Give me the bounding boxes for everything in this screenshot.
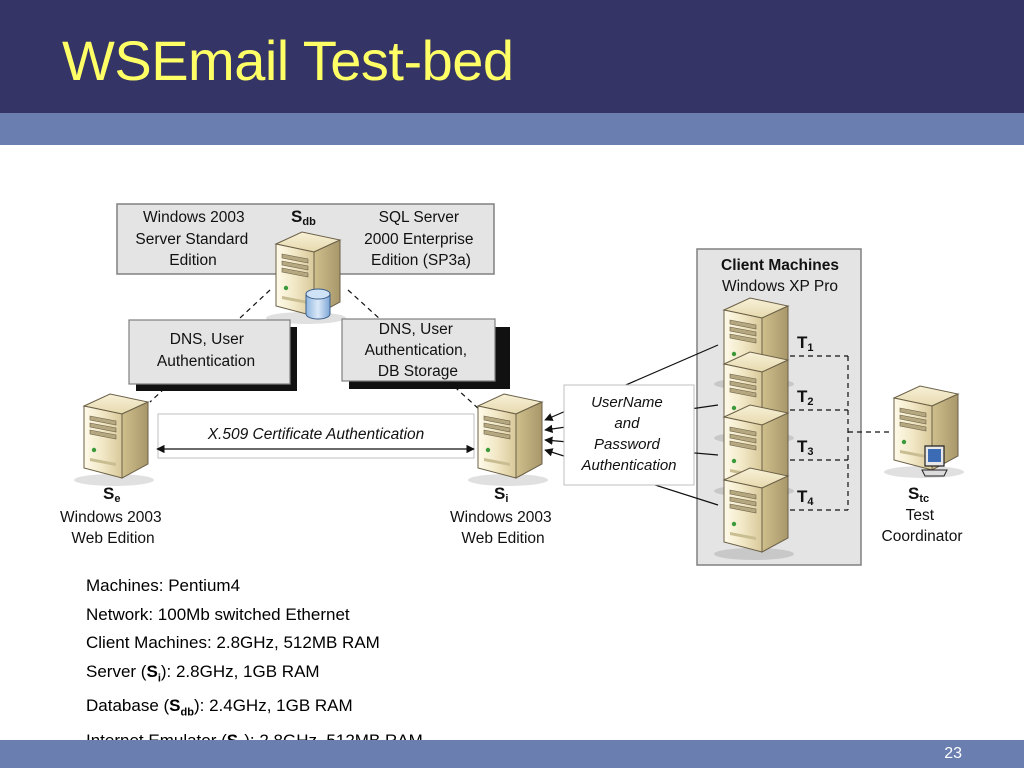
title-bar <box>0 0 1024 113</box>
spec-line: Client Machines: 2.8GHz, 512MB RAM <box>86 633 380 652</box>
stc-label: Stc <box>908 484 929 505</box>
dns-left-text: DNS, User Authentication <box>157 331 255 370</box>
footer-bar: 23 <box>0 740 1024 768</box>
client-machines-os: Windows XP Pro <box>722 278 838 295</box>
client-t1-label: T1 <box>797 333 814 354</box>
si-os-text: Windows 2003 Web Edition <box>450 509 556 547</box>
client-t4-label: T4 <box>797 487 814 508</box>
dns-right-text: DNS, User Authentication, DB Storage <box>365 321 472 380</box>
spec-line: Network: 100Mb switched Ethernet <box>86 604 350 624</box>
si-server-label: Si <box>494 484 508 505</box>
test-coordinator-icon <box>883 385 965 479</box>
test-coordinator-bus <box>790 355 892 511</box>
se-os-text: Windows 2003 Web Edition <box>60 509 166 547</box>
stc-desc: Test Coordinator <box>882 507 963 545</box>
db-to-si-link <box>347 289 481 411</box>
client-machines-title: Client Machines <box>721 257 839 274</box>
slide-title: WSEmail Test-bed <box>62 29 514 92</box>
db-os-text: Windows 2003 Server Standard Edition <box>135 209 252 269</box>
se-server-label: Se <box>103 484 120 505</box>
client-t3-label: T3 <box>797 437 814 458</box>
password-auth-box <box>563 384 695 486</box>
password-auth-text: UserName and Password Authentication <box>580 394 676 474</box>
si-server-icon <box>467 393 549 487</box>
db-server-label: Sdb <box>291 207 316 228</box>
database-icon <box>305 288 331 320</box>
cert-auth-text: X.509 Certificate Authentication <box>207 426 425 443</box>
monitor-icon <box>921 445 948 477</box>
db-software-text: SQL Server 2000 Enterprise Edition (SP3a… <box>364 209 478 269</box>
spec-line: Database (Sdb): 2.4GHz, 1GB RAM <box>86 696 353 719</box>
page-number: 23 <box>944 745 962 762</box>
client-t2-label: T2 <box>797 387 814 408</box>
se-server-icon <box>73 393 155 487</box>
spec-line: Server (Si): 2.8GHz, 1GB RAM <box>86 661 320 684</box>
spec-line: Machines: Pentium4 <box>86 576 241 595</box>
title-band <box>0 113 1024 145</box>
hardware-specs: Machines: Pentium4 Network: 100Mb switch… <box>86 572 423 762</box>
dns-right-box <box>341 318 496 382</box>
dns-left-box <box>128 319 291 385</box>
